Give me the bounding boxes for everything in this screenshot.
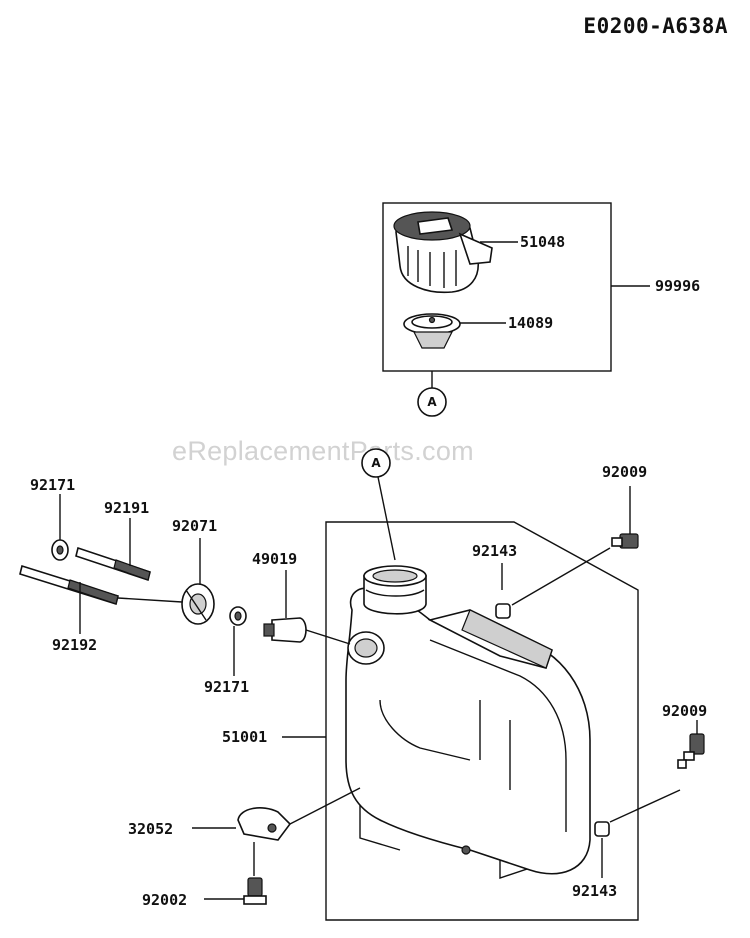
label-92071: 92071	[172, 517, 217, 535]
label-92009-right: 92009	[662, 702, 707, 720]
label-92192: 92192	[52, 636, 97, 654]
ref-marker-a-lower	[417, 387, 447, 417]
label-99996: 99996	[655, 277, 700, 295]
nut-lower-part[interactable]	[229, 606, 247, 626]
pipe-92192-part[interactable]	[19, 564, 119, 606]
label-92002: 92002	[142, 891, 187, 909]
bolt-92002-part[interactable]	[243, 877, 267, 905]
label-92009-top: 92009	[602, 463, 647, 481]
bracket-32052-part[interactable]	[237, 807, 292, 841]
label-92143-top: 92143	[472, 542, 517, 560]
pipe-92191-part[interactable]	[75, 546, 151, 582]
grommet-lower-part[interactable]	[594, 821, 610, 837]
diagram-code: E0200-A638A	[583, 14, 728, 38]
label-14089: 14089	[508, 314, 553, 332]
bolt-upper-part[interactable]	[611, 533, 639, 549]
ref-marker-a-lower-text: A	[427, 395, 437, 409]
grommet-upper-part[interactable]	[495, 603, 511, 619]
nut-top-part[interactable]	[51, 539, 69, 561]
label-92143-bottom: 92143	[572, 882, 617, 900]
label-92171-bottom: 92171	[204, 678, 249, 696]
cap-assembly-box	[382, 202, 612, 372]
fuel-cap-part[interactable]	[393, 211, 493, 294]
grommet-49019-part[interactable]	[263, 617, 307, 643]
filter-92071-part[interactable]	[181, 583, 215, 625]
ref-marker-a-upper	[361, 448, 391, 478]
label-51001: 51001	[222, 728, 267, 746]
fuel-tank-part[interactable]	[345, 565, 591, 875]
label-49019: 49019	[252, 550, 297, 568]
ref-marker-a-upper-text: A	[371, 456, 381, 470]
label-32052: 32052	[128, 820, 173, 838]
tank-bracket-outline	[325, 521, 639, 921]
cap-gasket-part[interactable]	[403, 313, 461, 349]
label-92171-top: 92171	[30, 476, 75, 494]
watermark: eReplacementParts.com	[172, 436, 474, 466]
label-51048: 51048	[520, 233, 565, 251]
label-92191: 92191	[104, 499, 149, 517]
bolt-right-part[interactable]	[677, 733, 705, 769]
